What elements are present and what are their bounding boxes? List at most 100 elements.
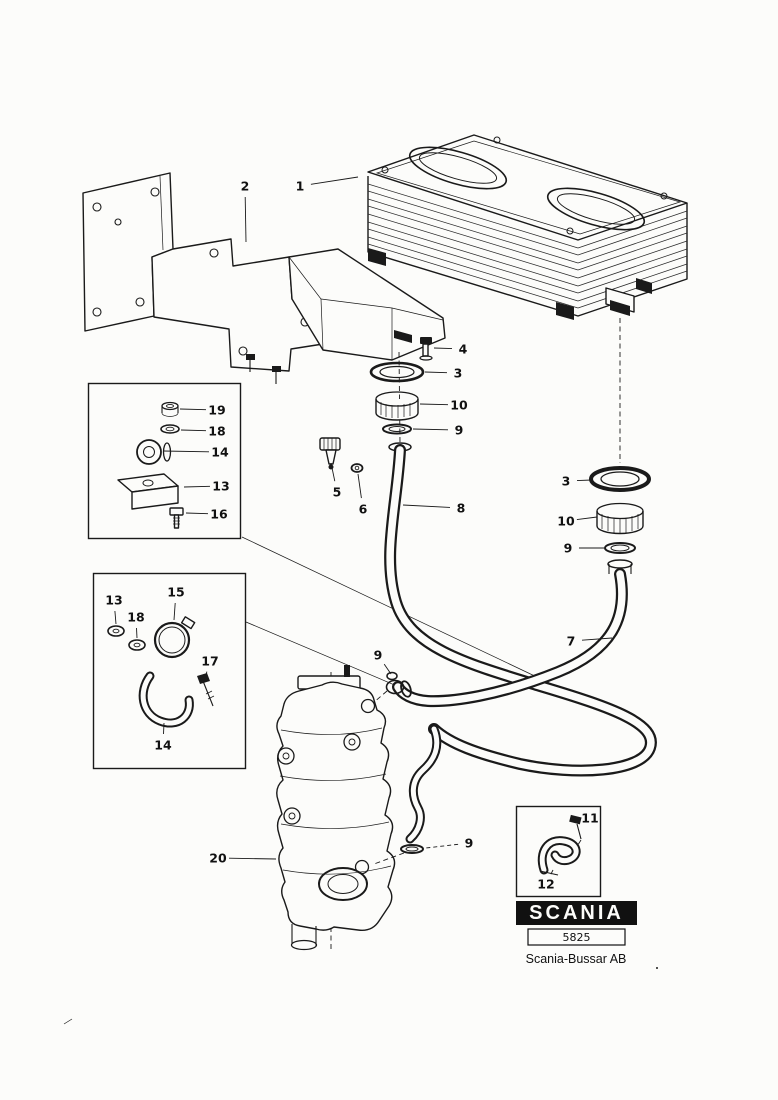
hose-part-7 <box>392 568 628 708</box>
callout-1: 1 <box>296 179 305 194</box>
callout-11: 11 <box>581 811 598 826</box>
callout-15: 15 <box>167 585 184 600</box>
callout-2: 2 <box>241 179 250 194</box>
callout-5: 5 <box>333 485 342 500</box>
seal-ring-right-part-3 <box>589 466 651 492</box>
callout-19: 19 <box>208 403 225 418</box>
leader-line-14 <box>162 450 210 453</box>
clamp-part-15 <box>153 616 196 659</box>
callout-16: 16 <box>210 507 228 522</box>
housing-part-20 <box>276 665 396 952</box>
scania-logo-box <box>516 901 637 925</box>
model-code-box <box>527 928 626 946</box>
leader-line-16 <box>185 512 209 515</box>
screw-part-16 <box>169 507 184 529</box>
callout-4: 4 <box>459 342 468 357</box>
callout-13: 13 <box>105 593 122 608</box>
bracket-bolt <box>246 354 255 372</box>
seal-ring-part-3 <box>369 361 425 383</box>
hose-loop-part-14 <box>138 671 194 728</box>
callout-9: 9 <box>465 836 474 851</box>
threaded-sleeve-part-10 <box>375 391 419 421</box>
leader-line-10 <box>576 516 598 521</box>
inset-box-bracket <box>515 805 602 898</box>
bolt-part-11 <box>569 814 582 852</box>
callout-10: 10 <box>557 514 575 529</box>
leader-line-17 <box>204 671 208 679</box>
o-ring-part-9 <box>382 423 412 435</box>
callout-3: 3 <box>562 474 571 489</box>
threaded-sleeve-right-part-10 <box>596 502 644 535</box>
leader-line-20 <box>228 857 277 860</box>
leader-line-10 <box>419 403 449 406</box>
top-opening <box>546 187 646 231</box>
callout-13: 13 <box>212 479 229 494</box>
fins-left <box>367 183 579 309</box>
callout-12: 12 <box>537 877 554 892</box>
top-opening <box>408 146 508 190</box>
leader-line-3 <box>576 479 593 482</box>
screw-part-17 <box>197 673 215 707</box>
callout-18: 18 <box>208 424 225 439</box>
leader-line-9 <box>425 843 459 849</box>
leader-line-4 <box>433 347 453 350</box>
callout-17: 17 <box>201 654 218 669</box>
o-ring-lower-part-9 <box>373 844 424 865</box>
leader-line-18 <box>180 429 207 432</box>
inset-box-clamp-parts <box>92 572 247 770</box>
scania-logo-text: SCANIA <box>529 902 624 924</box>
callout-14: 14 <box>211 445 229 460</box>
assembly-axis-lines <box>398 318 621 463</box>
callout-10: 10 <box>450 398 468 413</box>
title-block: SCANIA 5825 Scania-Bussar AB <box>516 901 637 966</box>
callout-8: 8 <box>457 501 466 516</box>
heat-exchanger-part-1 <box>367 134 688 320</box>
leader-line-13 <box>114 610 117 625</box>
callout-3: 3 <box>454 366 463 381</box>
nut-part-19 <box>161 401 179 417</box>
leader-line-9 <box>412 428 449 431</box>
metal-pipe-lower <box>405 724 442 844</box>
leader-line-18 <box>136 627 138 639</box>
grommet-part-14 <box>136 439 172 465</box>
leader-line-7 <box>581 637 613 641</box>
leader-line-8 <box>402 504 451 508</box>
leader-line-19 <box>179 408 207 411</box>
callout-9: 9 <box>564 541 573 556</box>
inset-box-small-parts <box>87 382 242 540</box>
fins-right <box>577 210 688 309</box>
washer-part-18 <box>160 424 180 434</box>
leader-line-15 <box>173 602 176 621</box>
hose-part-8 <box>384 442 657 777</box>
callout-14: 14 <box>154 738 172 753</box>
washer-part-13b <box>107 625 125 637</box>
leader-line-14 <box>163 722 165 735</box>
leader-line-6 <box>357 473 362 499</box>
scan-artifacts <box>63 967 658 1025</box>
angle-bracket-part-13 <box>117 473 179 510</box>
leader-line-3 <box>424 371 448 374</box>
callout-20: 20 <box>209 851 227 866</box>
model-code-text: 5825 <box>563 931 591 944</box>
leader-line-2 <box>244 196 247 243</box>
o-ring-right-part-9 <box>604 542 636 554</box>
mounting-bracket-part-2 <box>82 172 446 384</box>
callout-7: 7 <box>567 634 576 649</box>
callout-9: 9 <box>455 423 464 438</box>
callout-6: 6 <box>359 502 368 517</box>
leader-line-13 <box>183 485 211 488</box>
leader-line-9 <box>383 663 392 675</box>
leader-line-1 <box>310 176 359 185</box>
callout-18: 18 <box>127 610 144 625</box>
washer-part-18b <box>128 639 146 651</box>
company-name: Scania-Bussar AB <box>526 952 627 966</box>
hose-connector-right <box>607 559 633 574</box>
elbow-fitting-upper <box>372 671 412 704</box>
leader-line-12 <box>550 869 554 875</box>
sensor-part-5 <box>319 437 341 470</box>
callout-9: 9 <box>374 648 383 663</box>
bracket-bolt <box>272 366 281 384</box>
